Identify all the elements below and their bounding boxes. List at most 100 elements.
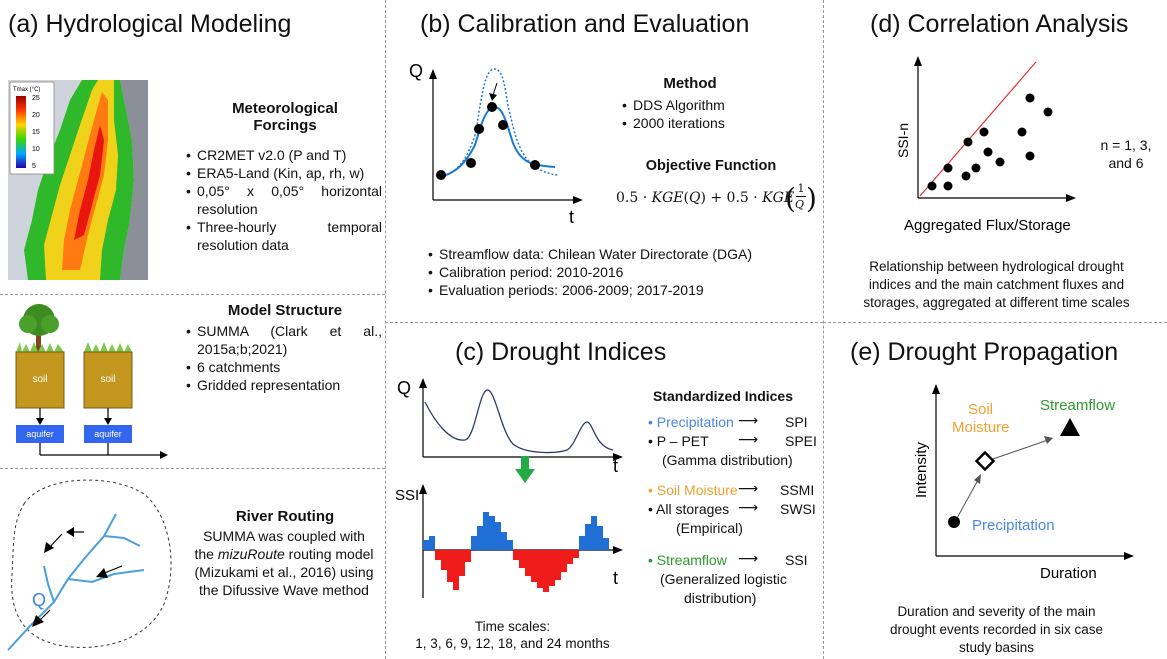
correlation-description: Relationship between hydrological drough… [863,259,1130,310]
colorbar-tick: 25 [32,95,40,102]
aquifer-label: aquifer [26,429,54,439]
panel-b-title: (b) Calibration and Evaluation [420,10,750,38]
observed-curve-dotted [439,68,560,178]
list-item: Three-hourly temporal resolution data [186,218,382,254]
arrow-icon: ⟶ [738,550,759,566]
arrow-icon: ⟶ [738,480,759,496]
divider-b-c [385,322,823,323]
aquifer-box-2 [84,425,132,443]
axis-ssi-label: SSI [395,487,419,504]
panel-a-title: (a) Hydrological Modeling [8,10,292,38]
river-basin-diagram: Q [7,479,172,651]
soil-moisture-label: Moisture [952,419,1010,436]
met-forcings-list: CR2MET v2.0 (P and T) ERA5-Land (Kin, ap… [186,146,382,254]
axis-t-label: t [613,456,618,472]
objective-formula: 0.5 · KGE(Q) + 0.5 · KGE ( 1 Q ) [616,182,817,215]
green-down-arrow [515,456,535,483]
gamma-distribution-note: (Gamma distribution) [662,452,793,468]
temperature-map: Tmax (°C) 25 20 15 10 5 [8,80,148,280]
aquifer-box-1 [16,425,64,443]
axis-ylabel: SSI-n [895,123,911,158]
correlation-scatter-plot: SSI-n Aggregated Flux/Storage [895,56,1076,234]
list-item: Streamflow data: Chilean Water Directora… [428,245,818,263]
index-row-streamflow: • Streamflow [648,552,727,568]
arrow-icon: ⟶ [738,412,759,428]
drought-propagation-plot: Intensity Duration Soil Moisture Streamf… [913,384,1134,582]
streamflow-label: Streamflow [1040,397,1115,414]
divider-a-met [0,294,385,295]
precipitation-label: Precipitation [972,517,1055,534]
colorbar-tick: 10 [32,146,40,153]
regression-line [919,61,1037,197]
streamflow-series-plot: Q t [397,378,623,472]
index-row-all-storages: • All storages [648,501,730,517]
index-spei: SPEI [785,433,817,449]
list-item: CR2MET v2.0 (P and T) [186,146,382,164]
arrow-icon: ⟶ [738,431,759,447]
index-row-ppet: • P – PET [648,433,709,449]
streamflow-line [424,389,614,454]
logistic-note: distribution) [684,590,757,606]
axis-xlabel: Aggregated Flux/Storage [904,217,1071,234]
soil-label: soil [32,374,47,385]
axis-xlabel: Duration [1040,565,1097,582]
logistic-note: (Generalized logistic [660,571,787,587]
observation-point [436,170,446,180]
colorbar-label: Tmax (°C) [13,87,40,93]
panel-c-title: (c) Drought Indices [455,338,667,366]
colorbar-tick: 20 [32,112,40,119]
precipitation-point [948,516,960,528]
divider-d-e [823,322,1167,323]
standardized-indices-header: Standardized Indices [652,388,794,404]
axis-ylabel: Intensity [913,442,930,498]
list-item: SUMMA (Clark et al., 2015a;b;2021) [186,322,382,358]
soil-moisture-point [974,450,996,472]
method-list: DDS Algorithm 2000 iterations [622,96,802,132]
hydrograph-calibration-plot: Q t [409,61,583,225]
index-row-soil-moisture: • Soil Moisture [648,482,738,498]
model-structure-schematic: soil soil aquifer aquifer [15,304,168,459]
empirical-note: (Empirical) [676,520,743,536]
calibration-data-list: Streamflow data: Chilean Water Directora… [428,245,818,299]
index-spi: SPI [785,414,808,430]
propagation-description: Duration and severity of the main drough… [889,604,1104,655]
list-item: 2000 iterations [622,114,802,132]
aquifer-label: aquifer [94,429,122,439]
river-routing-text: SUMMA was coupled with the mizuRoute rou… [194,528,374,598]
observation-point [474,124,484,134]
index-row-precipitation: • Precipitation [648,414,734,430]
divider-b-d [823,0,824,659]
objective-function-header: Objective Function [645,158,777,174]
list-item: 0,05° x 0,05° horizontal resolution [186,182,382,218]
list-item: Calibration period: 2010-2016 [428,263,818,281]
axis-q-label: Q [409,61,423,81]
list-item: Evaluation periods: 2006-2009; 2017-2019 [428,281,818,299]
observation-point [498,120,508,130]
observation-point [466,158,476,168]
scatter-points [927,93,1053,191]
colorbar-tick: 5 [32,163,36,170]
index-ssmi: SSMI [780,482,815,498]
ssi-series-plot: SSI t [395,484,623,598]
n-values-text: n = 1, 3, and 6 [1100,137,1152,171]
colorbar-tick: 15 [32,129,40,136]
model-structure-header: Model Structure [227,302,343,319]
arrow-icon: ⟶ [738,499,759,515]
panel-d-title: (d) Correlation Analysis [870,10,1129,38]
basin-outline [11,479,172,648]
streamflow-point [1060,418,1080,436]
divider-a-b [385,0,386,659]
list-item: ERA5-Land (Kin, ap, rh, w) [186,164,382,182]
list-item: 6 catchments [186,358,382,376]
basin-q-label: Q [32,590,46,610]
list-item: Gridded representation [186,376,382,394]
soil-box-2 [83,351,133,409]
axis-t-label: t [569,207,574,225]
axis-q-label: Q [397,378,411,398]
ssi-negative-bars [435,550,579,592]
time-scales-text: Time scales: 1, 3, 6, 9, 12, 18, and 24 … [415,619,610,651]
river-routing-header: River Routing [235,508,335,525]
met-forcings-header: Meteorological Forcings [232,100,338,134]
ssi-positive-bars [423,512,609,550]
observation-point [530,160,540,170]
